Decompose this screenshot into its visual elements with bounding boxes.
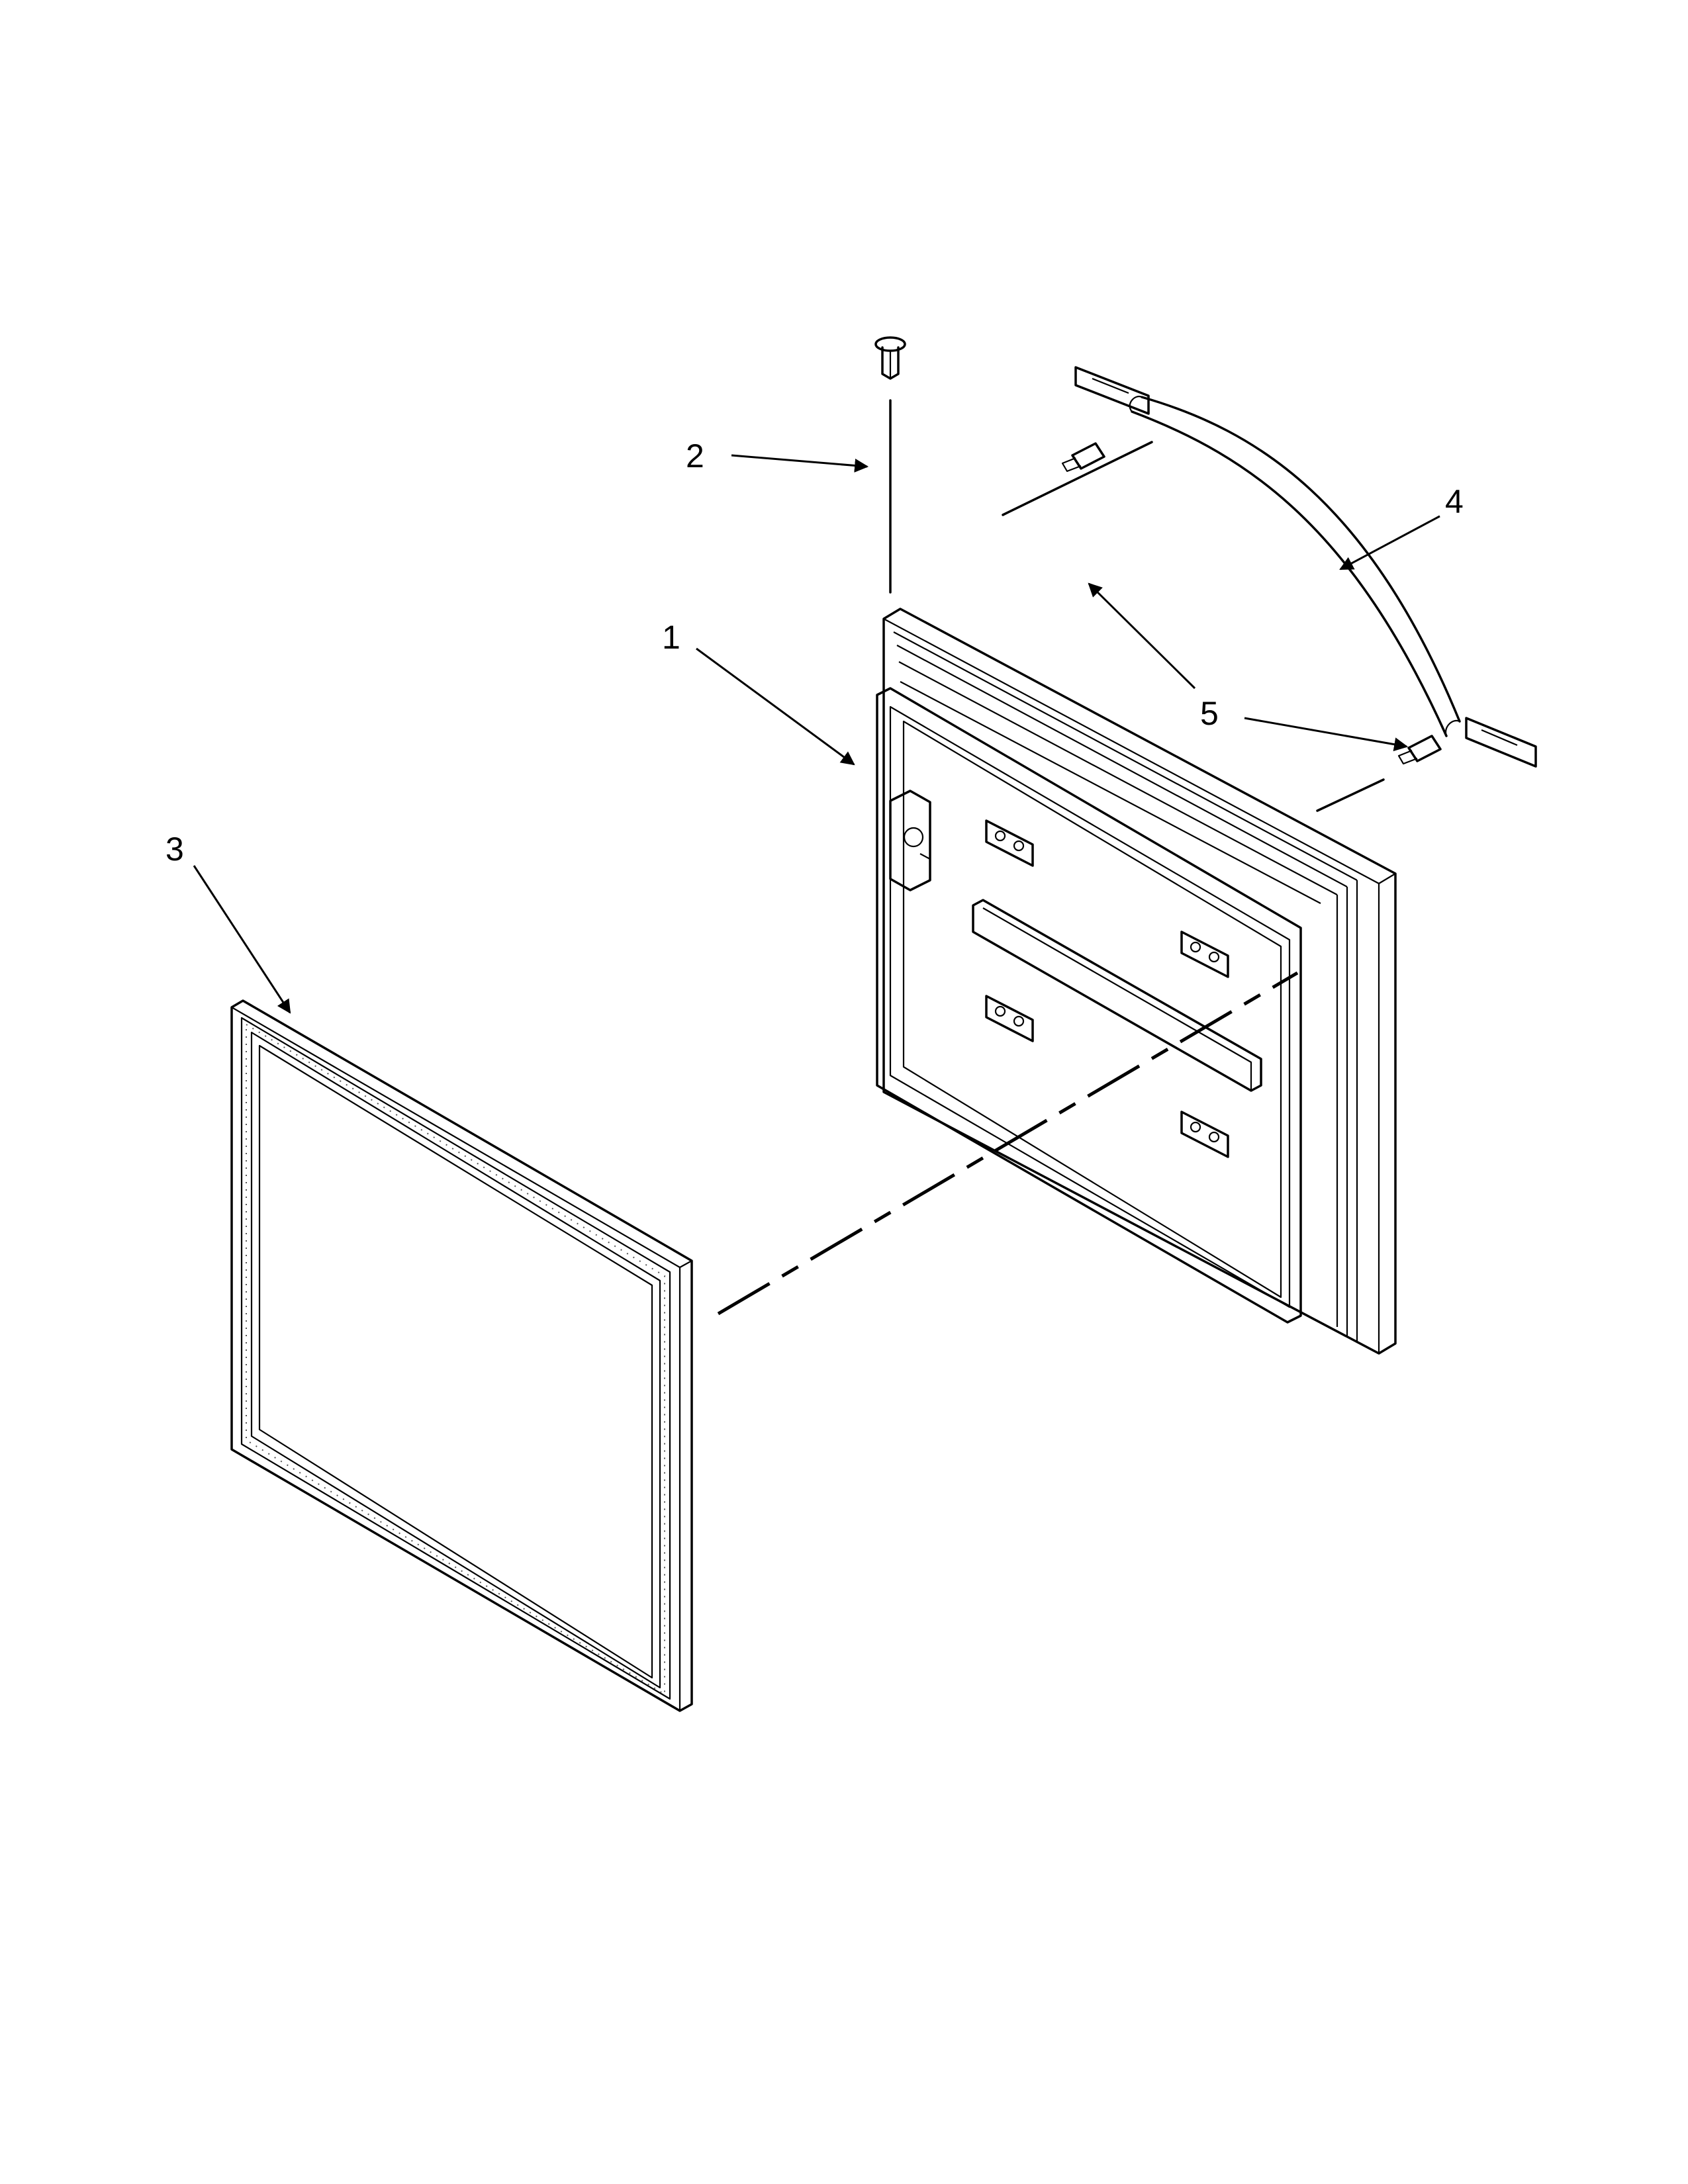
door-panel xyxy=(876,608,1397,1355)
screw-centerline xyxy=(1002,441,1153,516)
callout-1: 1 xyxy=(662,619,680,656)
mounting-pad xyxy=(985,819,1034,867)
callout-5: 5 xyxy=(1200,695,1219,732)
leader-1 xyxy=(696,647,855,766)
leader-5a xyxy=(1088,582,1196,690)
handle-screw xyxy=(1397,735,1442,765)
leader-4 xyxy=(1339,515,1440,570)
leader-3 xyxy=(193,865,291,1014)
mounting-pad xyxy=(985,995,1034,1042)
door-handle xyxy=(1074,366,1537,768)
mounting-pad xyxy=(1180,1111,1229,1158)
handle-screw xyxy=(1061,442,1105,473)
callout-3: 3 xyxy=(165,831,184,868)
door-gasket xyxy=(230,999,693,1712)
mounting-pad xyxy=(1180,931,1229,978)
callout-4: 4 xyxy=(1445,483,1464,520)
callout-2: 2 xyxy=(686,437,704,475)
hinge-pin xyxy=(874,336,906,380)
leader-5b xyxy=(1244,717,1409,752)
screw-centerline xyxy=(1316,778,1385,812)
gasket-centerline xyxy=(717,971,1299,1316)
leader-2 xyxy=(731,454,869,473)
